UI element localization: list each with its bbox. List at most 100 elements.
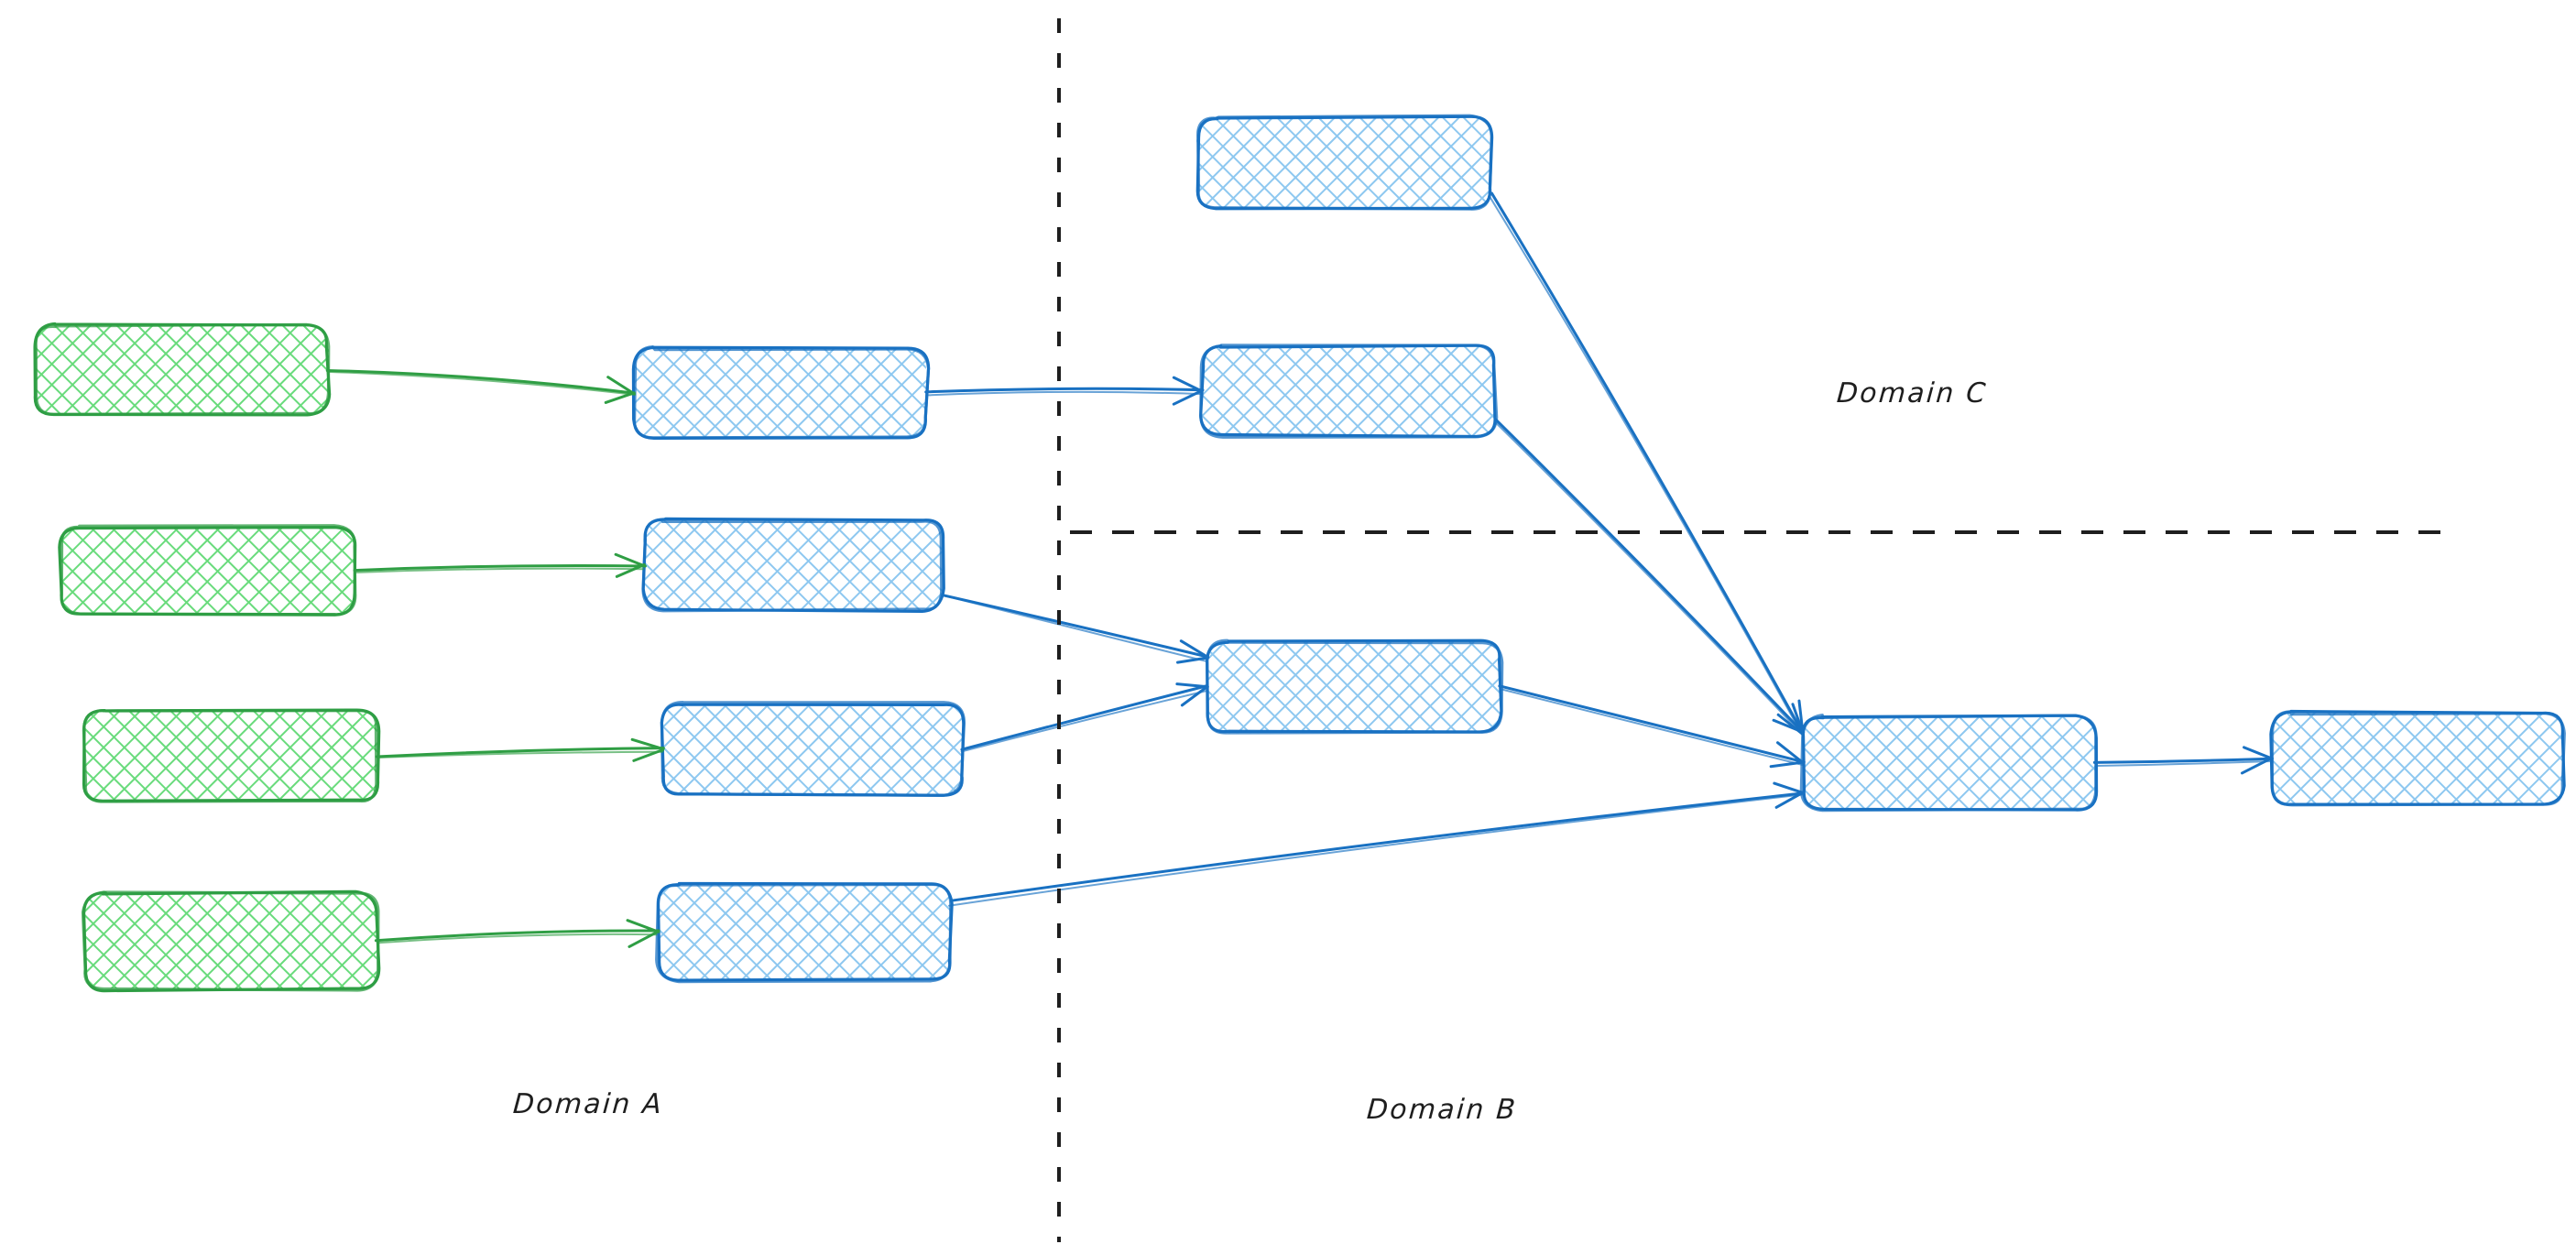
node-outline [34,322,331,416]
node-fill [643,519,944,612]
node-outline [633,344,931,440]
node-a1[interactable] [33,322,332,417]
edge-d1-to-e1[interactable] [2092,746,2274,775]
node-fill [1802,716,2096,811]
node-a3[interactable] [82,708,381,803]
edge-shaft [355,567,644,573]
edge-shaft [950,791,1804,902]
edge-a3-to-b3[interactable] [375,737,665,762]
node-a4[interactable] [81,889,381,993]
edge-shaft [960,690,1208,753]
edge-shaft [353,564,647,573]
node-c3[interactable] [1205,638,1504,735]
node-d1[interactable] [1799,714,2099,813]
node-fill [83,892,377,990]
edge-b2-to-c3[interactable] [943,594,1210,664]
node-a2[interactable] [58,524,357,617]
edge-arrowhead [1172,389,1203,406]
edge-arrowhead [1180,685,1208,707]
node-b3[interactable] [660,701,966,797]
edge-arrowhead [2240,757,2273,775]
edge-arrowhead [615,562,646,578]
node-outline [82,708,378,803]
node-outline [655,882,953,984]
edge-shaft [377,750,664,759]
label-domain-c: Domain C [1835,377,1989,409]
edge-c3-to-d1[interactable] [1498,684,1806,769]
node-fill [656,883,952,980]
edge-shaft [326,370,637,396]
edges-layer [325,191,2274,948]
node-outline [641,518,944,613]
edge-shaft [943,595,1209,663]
node-outline [1196,114,1493,211]
node-outline [1799,714,2098,813]
edge-arrowhead [1176,656,1208,664]
edge-arrowhead [1769,760,1805,769]
node-fill [34,324,330,416]
node-c1[interactable] [1195,114,1494,211]
node-c2[interactable] [1199,344,1499,439]
node-outline [1205,638,1504,735]
edge-arrowhead [630,737,664,750]
edge-c2-to-d1[interactable] [1493,418,1806,736]
edge-shaft [948,793,1804,907]
edge-arrowhead [628,931,659,948]
edge-shaft [1488,194,1805,738]
label-domain-a: Domain A [511,1088,665,1120]
edge-shaft [1501,688,1804,766]
edge-shaft [1493,420,1804,736]
node-b2[interactable] [641,517,945,614]
edge-b3-to-c3[interactable] [960,682,1209,753]
edge-shaft [2095,760,2272,767]
node-fill [83,709,378,802]
node-outline [1199,344,1499,439]
edge-shaft [374,929,660,943]
node-e1[interactable] [2269,709,2566,807]
node-fill [1200,345,1496,437]
edge-shaft [1498,684,1806,764]
node-fill [661,704,964,796]
edge-c1-to-d1[interactable] [1488,191,1805,738]
edge-arrowhead [2243,746,2274,760]
edge-shaft [377,933,658,944]
edge-shaft [927,390,1203,397]
edge-arrowhead [1772,718,1806,734]
node-outline [2270,710,2566,807]
edge-arrowhead [1774,791,1805,809]
edge-arrowhead [1175,682,1209,689]
edge-arrowhead [1791,703,1805,736]
edge-arrowhead [626,919,660,933]
edge-a2-to-b2[interactable] [353,552,647,578]
node-outline [60,524,357,617]
edge-shaft [960,684,1208,751]
node-outline [81,890,380,992]
node-fill [1195,115,1490,209]
edge-arrowhead [1172,376,1204,393]
node-fill [60,525,355,615]
dividers-layer [1057,18,2455,1242]
edge-arrowhead [1776,741,1806,765]
edge-b4-to-d1[interactable] [948,781,1805,907]
node-b4[interactable] [655,881,954,984]
edge-b1-to-c2[interactable] [924,376,1205,406]
node-b1[interactable] [631,344,931,440]
edge-arrowhead [604,391,636,404]
node-fill [2271,712,2564,805]
edge-shaft [924,387,1205,394]
label-domain-b: Domain B [1365,1094,1519,1126]
edge-shaft [1494,418,1805,735]
edge-shaft [2092,757,2273,764]
edge-arrowhead [1773,781,1805,794]
node-outline [660,701,966,797]
nodes-layer [33,114,2566,993]
edge-arrowhead [614,552,646,568]
edge-arrowhead [1179,639,1210,660]
edge-shaft [375,747,665,758]
edge-a1-to-b1[interactable] [325,368,637,404]
edge-arrowhead [632,748,665,762]
edge-a4-to-b4[interactable] [374,919,660,948]
node-fill [1206,641,1502,734]
